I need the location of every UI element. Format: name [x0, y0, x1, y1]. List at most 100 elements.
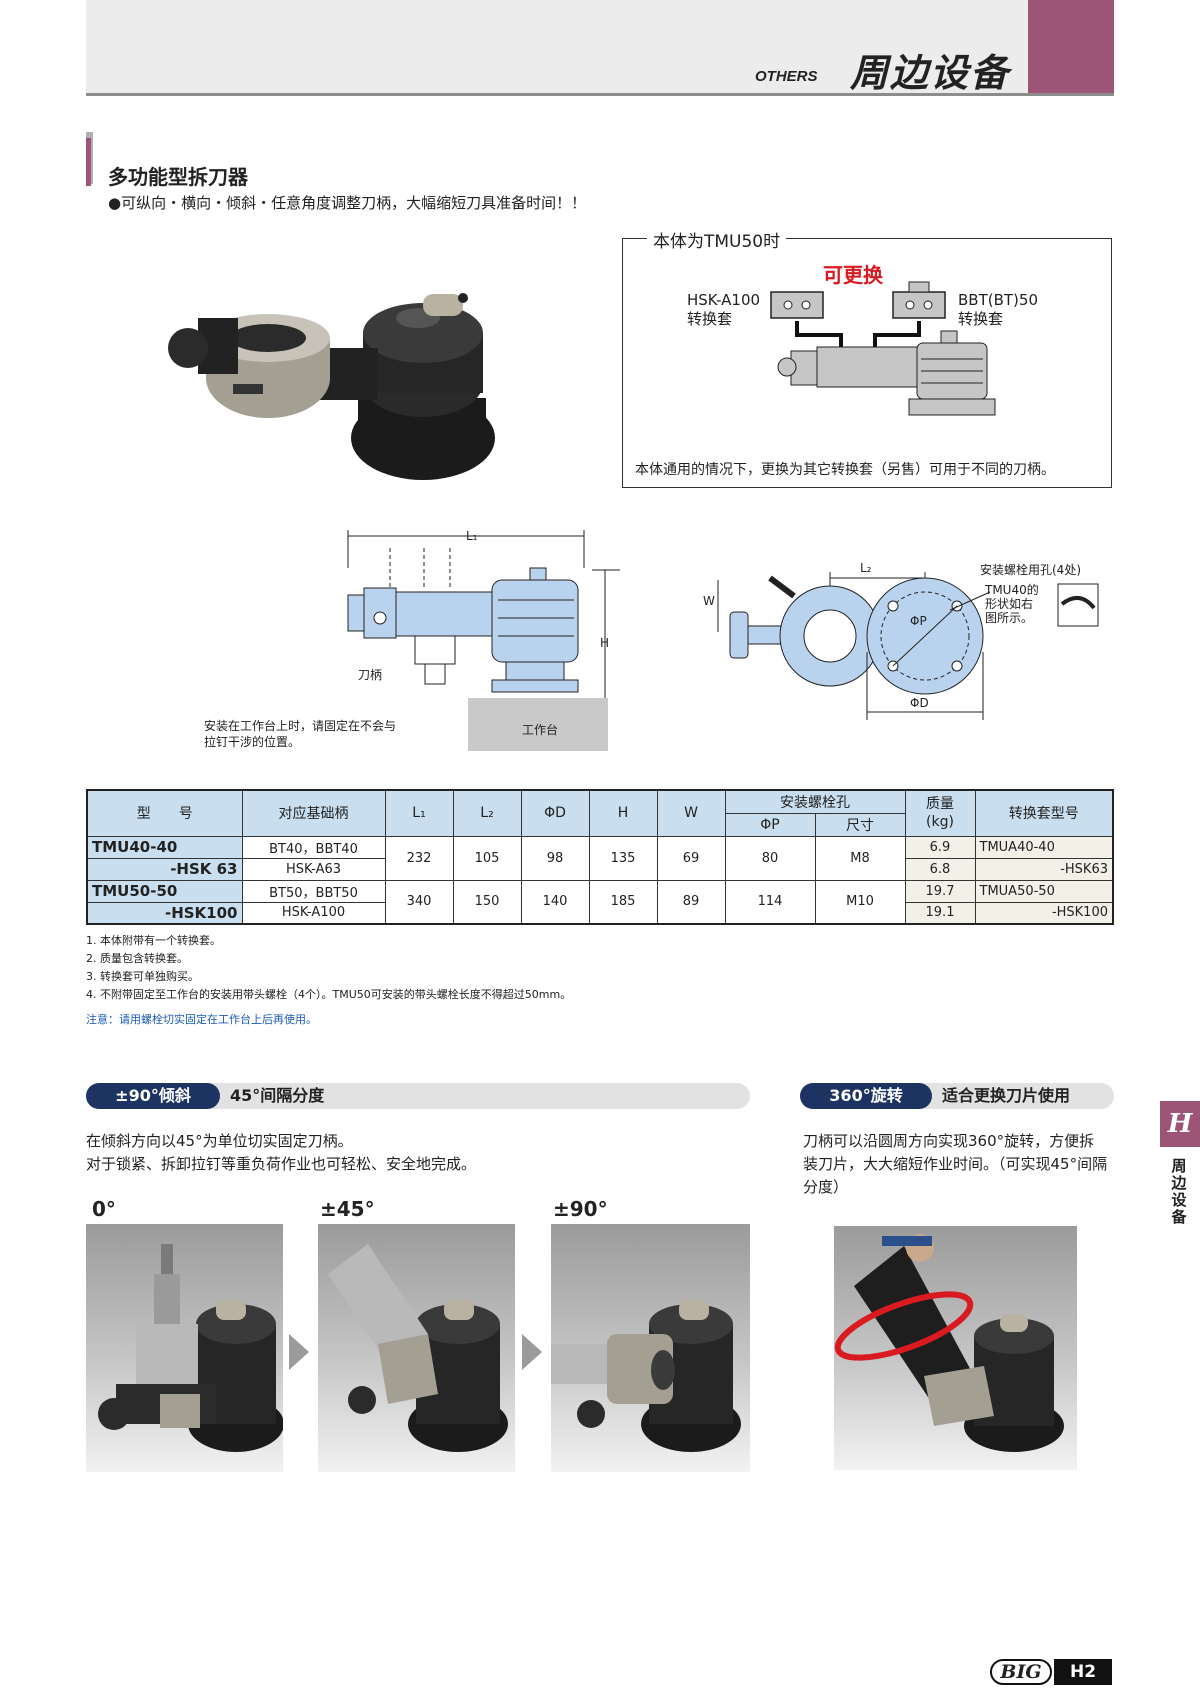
dim-phiP: ΦP [910, 614, 927, 628]
cell-D: 140 [520, 879, 590, 925]
cell-mass: 6.8 [904, 857, 976, 881]
th-mass: 质量 (kg) [904, 789, 976, 837]
th-adapter: 转换套型号 [974, 789, 1114, 837]
cell-L1: 340 [384, 879, 454, 925]
cell-model: -HSK 63 [86, 857, 243, 881]
cell-W: 89 [656, 879, 726, 925]
worktable-label: 工作台 [522, 723, 559, 737]
cell-shank: HSK-A63 [241, 857, 386, 881]
th-L2: L₂ [452, 789, 522, 837]
th-D: ΦD [520, 789, 590, 837]
cell-P: 114 [724, 879, 816, 925]
cell-model: TMU40-40 [86, 835, 243, 859]
cell-H: 135 [588, 835, 658, 881]
th-bolt: 安装螺栓孔 [724, 789, 906, 814]
rotate-desc-2: 装刀片，大大缩短作业时间。（可实现45°间隔 [803, 1155, 1108, 1173]
cell-adapter: TMUA50-50 [974, 879, 1114, 903]
note-3: 3. 转换套可单独购买。 [86, 970, 199, 983]
tmu40-note-1: TMU40的 [985, 583, 1039, 597]
holder-label: 刀柄 [358, 668, 383, 682]
rotate-pill: 360°旋转 [800, 1083, 932, 1109]
th-bolt-P: ΦP [724, 812, 816, 837]
swap-diagram [770, 281, 996, 416]
table-row: -HSK100 HSK-A100 19.1 -HSK100 [86, 901, 1114, 925]
tmu40-note-3: 图所示。 [985, 611, 1034, 625]
cell-shank: HSK-A100 [241, 901, 386, 925]
tilt-photo-45 [318, 1224, 515, 1472]
product-subtitle: ●可纵向・横向・倾斜・任意角度调整刀柄，大幅缩短刀具准备时间！！ [108, 194, 587, 212]
swap-right-label: BBT(BT)50 转换套 [958, 291, 1038, 329]
product-photo [168, 288, 508, 488]
angle-label-0: 0° [92, 1197, 116, 1221]
tilt-desc: 在倾斜方向以45°为单位切实固定刀柄。 对于锁紧、拆卸拉钉等重负荷作业也可轻松、… [86, 1130, 476, 1176]
tilt-desc-1: 在倾斜方向以45°为单位切实固定刀柄。 [86, 1132, 353, 1150]
swap-left-label: HSK-A100 转换套 [687, 291, 760, 329]
side-view-drawing [330, 528, 620, 753]
caption-line-1: 安装在工作台上时，请固定在不会与 [204, 719, 397, 733]
header-accent-block [1028, 0, 1114, 96]
cell-L1: 232 [384, 835, 454, 881]
swap-info-box: 本体为TMU50时 可更换 HSK-A100 转换套 BBT(BT)50 转换套… [622, 227, 1112, 488]
dim-L2: L₂ [860, 561, 872, 575]
cell-shank: BT40，BBT40 [241, 835, 386, 859]
rotate-photo [834, 1226, 1077, 1470]
cell-model: -HSK100 [86, 901, 243, 925]
tilt-title: 45°间隔分度 [230, 1086, 325, 1105]
swap-left-label-2: 转换套 [687, 310, 733, 328]
product-title: 多功能型拆刀器 [108, 165, 248, 189]
cell-size: M8 [814, 835, 906, 881]
tilt-desc-2: 对于锁紧、拆卸拉钉等重负荷作业也可轻松、安全地完成。 [86, 1155, 477, 1173]
rotate-title: 适合更换刀片使用 [942, 1086, 1071, 1105]
note-1: 1. 本体附带有一个转换套。 [86, 934, 221, 947]
cell-size: M10 [814, 879, 906, 925]
caption-line-2: 拉钉干涉的位置。 [204, 735, 301, 749]
cell-W: 69 [656, 835, 726, 881]
tilt-photo-0 [86, 1224, 283, 1472]
top-view-drawing [700, 552, 1100, 722]
tmu40-note-2: 形状如右 [985, 597, 1034, 611]
header-divider [86, 93, 1114, 96]
th-mass-2: (kg) [926, 814, 954, 831]
rotate-desc-3: 分度） [803, 1178, 849, 1196]
side-drawing-caption: 安装在工作台上时，请固定在不会与 拉钉干涉的位置。 [204, 718, 396, 750]
dim-W: W [703, 594, 715, 608]
cell-mass: 19.1 [904, 901, 976, 925]
rotate-desc-1: 刀柄可以沿圆周方向实现360°旋转，方便拆 [803, 1132, 1095, 1150]
warning-note: 注意：请用螺栓切实固定在工作台上后再使用。 [86, 1013, 317, 1026]
bolt-hole-label: 安装螺栓用孔(4处) [980, 563, 1081, 577]
side-tab-letter: H [1160, 1101, 1200, 1147]
side-tab-label: 周边设备 [1171, 1157, 1187, 1226]
th-W: W [656, 789, 726, 837]
th-bolt-size: 尺寸 [814, 812, 906, 837]
cell-D: 98 [520, 835, 590, 881]
note-4: 4. 不附带固定至工作台的安装用带头螺栓（4个）。TMU50可安装的带头螺栓长度… [86, 988, 572, 1001]
step-arrow-2 [522, 1334, 542, 1370]
cell-mass: 6.9 [904, 835, 976, 859]
swap-right-label-1: BBT(BT)50 [958, 291, 1038, 309]
cell-H: 185 [588, 879, 658, 925]
swap-box-title: 本体为TMU50时 [647, 227, 787, 252]
cell-model: TMU50-50 [86, 879, 243, 903]
angle-label-90: ±90° [553, 1197, 608, 1221]
dim-H: H [600, 636, 610, 650]
cell-L2: 105 [452, 835, 522, 881]
th-shank: 对应基础柄 [241, 789, 386, 837]
swap-label: 可更换 [823, 263, 883, 287]
cell-mass: 19.7 [904, 879, 976, 903]
cell-adapter: -HSK100 [974, 901, 1114, 925]
header-section-title: 周边设备 [850, 51, 1011, 95]
dim-L1: L₁ [466, 529, 478, 543]
section-marker-accent [86, 138, 91, 186]
cell-P: 80 [724, 835, 816, 881]
spec-table: 型 号 对应基础柄 L₁ L₂ ΦD H W 安装螺栓孔 质量 (kg) 转换套… [86, 789, 1114, 925]
table-row: -HSK 63 HSK-A63 6.8 -HSK63 [86, 857, 1114, 881]
rotate-desc: 刀柄可以沿圆周方向实现360°旋转，方便拆 装刀片，大大缩短作业时间。（可实现4… [803, 1130, 1107, 1199]
swap-right-label-2: 转换套 [958, 310, 1004, 328]
cell-L2: 150 [452, 879, 522, 925]
th-H: H [588, 789, 658, 837]
brand-logo: BIG [990, 1659, 1052, 1685]
step-arrow-1 [289, 1334, 309, 1370]
dim-phiD: ΦD [910, 696, 929, 710]
header-band [86, 0, 1028, 96]
table-row: TMU50-50 BT50，BBT50 340 150 140 185 89 1… [86, 879, 1114, 925]
